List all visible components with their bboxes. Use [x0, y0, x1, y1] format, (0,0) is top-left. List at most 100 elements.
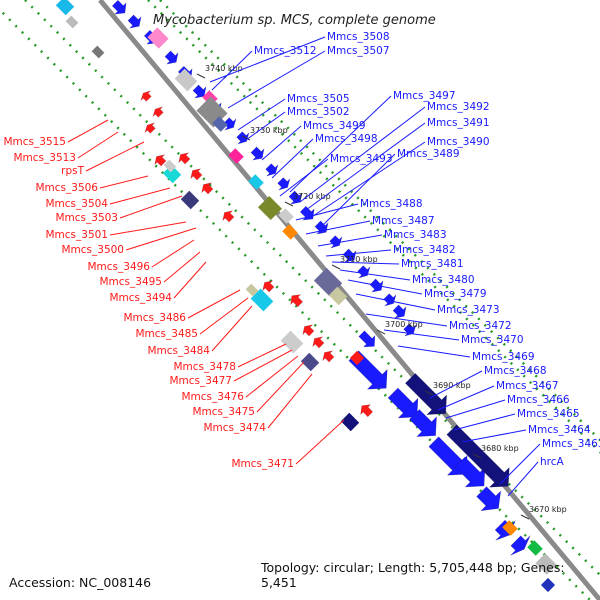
gene-label-reverse[interactable]: Mmcs_3495 [99, 276, 162, 288]
leader-line [317, 234, 383, 247]
gene-label-reverse[interactable]: Mmcs_3475 [192, 406, 255, 418]
forward-gene [454, 456, 486, 488]
gene-label-reverse[interactable]: Mmcs_3500 [61, 244, 124, 256]
gene-label-reverse[interactable]: Mmcs_3477 [169, 375, 232, 387]
forward-gene [111, 0, 127, 15]
gene-label-reverse[interactable]: Mmcs_3515 [3, 136, 66, 148]
gene-label-reverse[interactable]: Mmcs_3496 [87, 261, 150, 273]
gene-label-reverse[interactable]: Mmcs_3501 [45, 229, 108, 241]
gene-label-forward[interactable]: Mmcs_3479 [424, 288, 487, 300]
leader-line [173, 261, 207, 299]
gene-label-reverse[interactable]: Mmcs_3504 [45, 198, 108, 210]
gene-label-reverse[interactable]: rpsT [61, 165, 84, 177]
leader-line [365, 313, 448, 327]
leader-line [331, 261, 400, 265]
gene-label-reverse[interactable]: Mmcs_3494 [109, 292, 172, 304]
forward-gene [192, 84, 207, 99]
misc-feature [91, 45, 105, 59]
gene-label-reverse[interactable]: Mmcs_3471 [231, 458, 294, 470]
gene-label-forward[interactable]: Mmcs_3482 [393, 244, 456, 256]
gene-label-forward[interactable]: Mmcs_3499 [303, 120, 366, 132]
forward-gene [510, 535, 531, 556]
misc-feature [328, 286, 348, 306]
leader-line [347, 279, 423, 295]
gene-label-forward[interactable]: Mmcs_3463 [542, 438, 600, 450]
gene-label-forward[interactable]: Mmcs_3473 [437, 304, 500, 316]
gene-label-forward[interactable]: Mmcs_3468 [484, 365, 547, 377]
leader-line [397, 345, 471, 358]
gene-label-forward[interactable]: Mmcs_3491 [427, 117, 490, 129]
scale-tick-label: 3740 kbp [205, 64, 243, 73]
misc-feature [257, 195, 283, 221]
gene-label-forward[interactable]: Mmcs_3470 [461, 334, 524, 346]
gene-label-forward[interactable]: Mmcs_3466 [507, 394, 570, 406]
accession-text: Accession: NC_008146 [9, 575, 152, 590]
misc-feature [180, 190, 200, 210]
misc-feature [212, 116, 228, 132]
gene-label-forward[interactable]: Mmcs_3505 [287, 93, 350, 105]
forward-gene [348, 350, 388, 390]
forward-gene [405, 373, 447, 415]
misc-feature [162, 164, 182, 184]
gene-label-forward[interactable]: Mmcs_3481 [401, 258, 464, 270]
reverse-gene [349, 350, 365, 366]
gene-label-forward[interactable]: Mmcs_3512 [254, 45, 317, 57]
gene-label-forward[interactable]: Mmcs_3469 [472, 351, 535, 363]
right-leader-lines [209, 36, 541, 497]
gene-label-forward[interactable]: Mmcs_3502 [287, 106, 350, 118]
leader-line [445, 399, 506, 419]
misc-feature [280, 330, 304, 354]
forward-gene [340, 412, 360, 432]
reverse-gene [178, 152, 191, 165]
leader-line [261, 125, 302, 161]
gene-label-forward[interactable]: Mmcs_3467 [496, 380, 559, 392]
gene-label-forward[interactable]: Mmcs_3480 [412, 274, 475, 286]
gene-label-reverse[interactable]: Mmcs_3513 [13, 152, 76, 164]
gene-label-reverse[interactable]: Mmcs_3474 [203, 422, 266, 434]
scale-tick: 3740 kbp [196, 64, 243, 79]
leader-line [437, 385, 495, 411]
gene-label-forward[interactable]: Mmcs_3489 [397, 148, 460, 160]
scale-tick: 3670 kbp [520, 505, 567, 520]
reverse-gene [302, 324, 315, 337]
gene-label-forward[interactable]: Mmcs_3493 [330, 153, 393, 165]
gene-label-forward[interactable]: Mmcs_3488 [360, 198, 423, 210]
scale-tick: 3700 kbp [376, 320, 423, 335]
gene-label-forward[interactable]: Mmcs_3487 [372, 215, 435, 227]
gene-label-forward[interactable]: Mmcs_3464 [528, 424, 591, 436]
leader-line [319, 153, 396, 229]
gene-label-reverse[interactable]: Mmcs_3476 [181, 391, 244, 403]
gene-label-reverse[interactable]: Mmcs_3486 [123, 312, 186, 324]
leader-line [85, 141, 145, 172]
gene-label-forward[interactable]: Mmcs_3497 [393, 90, 456, 102]
gene-label-reverse[interactable]: Mmcs_3485 [135, 328, 198, 340]
gene-label-forward[interactable]: Mmcs_3498 [315, 133, 378, 145]
leader-line [383, 329, 460, 341]
forward-gene [265, 163, 279, 177]
gene-label-forward[interactable]: hrcA [540, 456, 565, 468]
gene-label-forward[interactable]: Mmcs_3507 [327, 45, 390, 57]
gene-label-reverse[interactable]: Mmcs_3503 [55, 212, 118, 224]
scale-tick: 3680 kbp [472, 444, 519, 459]
leader-line [109, 221, 187, 236]
gene-label-reverse[interactable]: Mmcs_3484 [147, 345, 210, 357]
gene-label-forward[interactable]: Mmcs_3490 [427, 136, 490, 148]
gene-label-forward[interactable]: Mmcs_3472 [449, 320, 512, 332]
gene-label-reverse[interactable]: Mmcs_3478 [173, 361, 236, 373]
scale-tick-label: 3730 kbp [250, 126, 288, 135]
leader-line [507, 461, 539, 497]
gene-label-forward[interactable]: Mmcs_3492 [427, 101, 490, 113]
forward-gene [476, 486, 502, 512]
gene-label-forward[interactable]: Mmcs_3508 [327, 31, 390, 43]
misc-feature [278, 208, 294, 224]
gene-label-reverse[interactable]: Mmcs_3506 [35, 182, 98, 194]
leader-line [119, 195, 183, 219]
reverse-gene [290, 294, 304, 308]
misc-feature [250, 288, 274, 312]
misc-feature [535, 553, 557, 575]
leader-line [99, 175, 149, 189]
gene-label-forward[interactable]: Mmcs_3483 [384, 229, 447, 241]
gene-label-forward[interactable]: Mmcs_3465 [517, 408, 580, 420]
